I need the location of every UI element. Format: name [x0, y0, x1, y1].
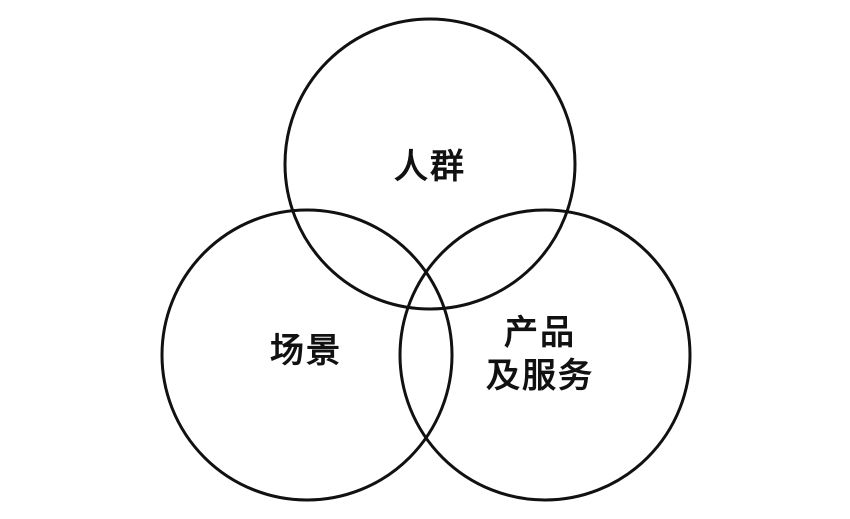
label-people: 人群: [394, 147, 466, 187]
label-product-line1: 产品: [504, 313, 576, 353]
circle-scene: [160, 208, 454, 502]
label-product-line2: 及服务: [486, 355, 594, 396]
circle-people: [283, 17, 577, 311]
label-product-service: 产品 及服务: [470, 312, 610, 397]
circle-product-service: [398, 208, 692, 502]
label-scene: 场景: [270, 331, 342, 371]
